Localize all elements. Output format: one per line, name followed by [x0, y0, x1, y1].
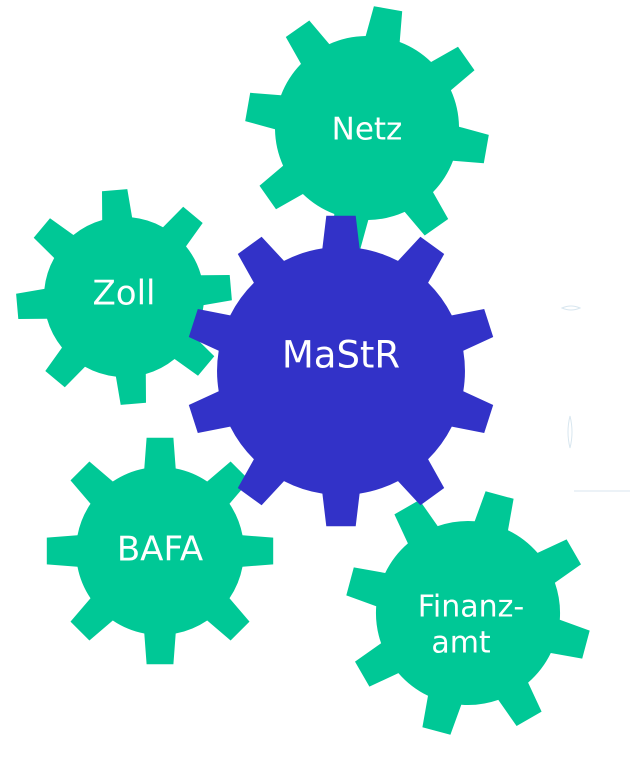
gear-bafa: BAFA — [46, 437, 274, 665]
gear-bafa-label: BAFA — [117, 530, 203, 570]
gear-finanzamt: Finanz- amt — [346, 491, 590, 735]
gear-netz-shape — [245, 6, 489, 250]
gear-bafa-shape — [46, 437, 274, 665]
gear-finanzamt-shape — [346, 491, 590, 735]
gear-netz-label: Netz — [332, 112, 403, 148]
faint-mark-top — [560, 305, 582, 311]
gear-mastr-shape — [188, 215, 494, 527]
gear-finanzamt-label-line2: amt — [431, 626, 491, 661]
faint-decorations — [560, 305, 630, 492]
gear-netz: Netz — [245, 6, 489, 250]
gear-zoll: Zoll — [16, 189, 232, 405]
gear-finanzamt-label-line1: Finanz- — [418, 590, 524, 625]
faint-mark-middle — [567, 415, 573, 449]
gear-mastr: MaStR — [188, 215, 494, 527]
gear-zoll-shape — [16, 189, 232, 405]
gear-zoll-label: Zoll — [93, 274, 156, 314]
gear-mastr-label: MaStR — [282, 334, 400, 377]
